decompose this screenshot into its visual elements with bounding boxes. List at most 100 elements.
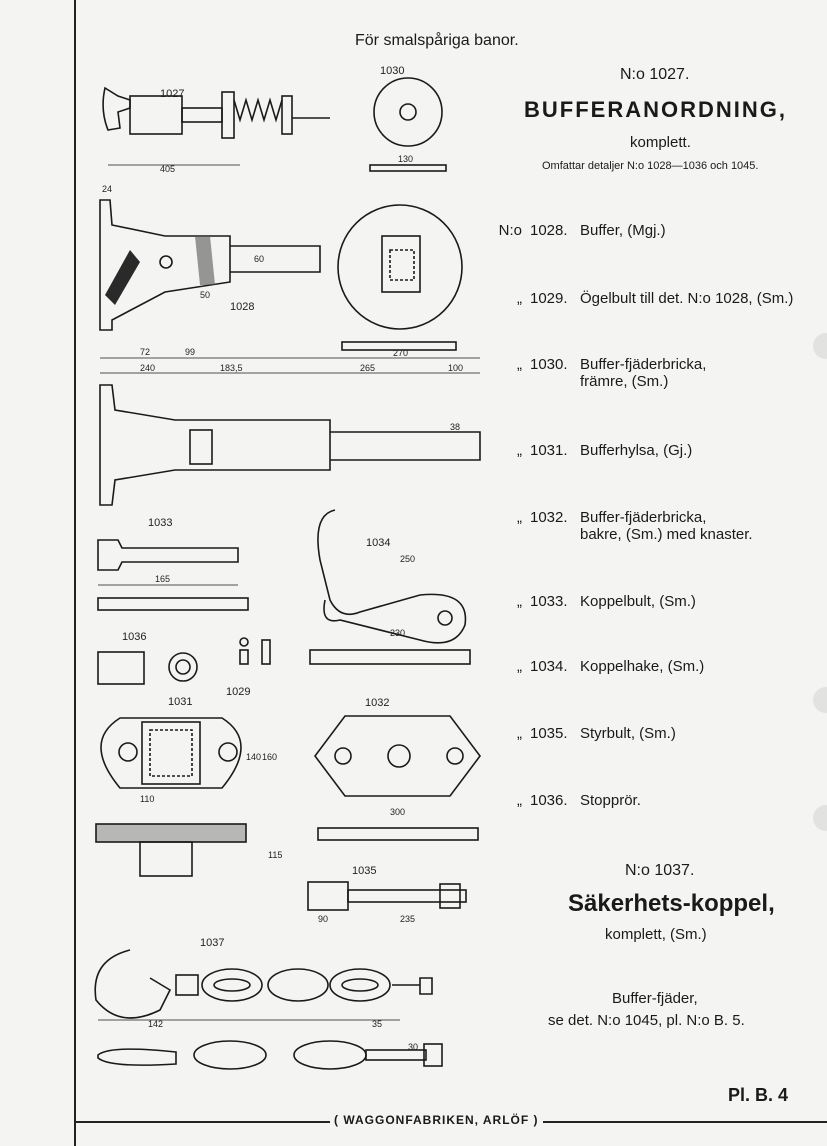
buffer-side-drawing	[99, 199, 321, 331]
label-1034: 1034	[366, 537, 390, 549]
dim: 165	[155, 574, 170, 584]
washer-rear-drawing	[314, 715, 481, 841]
dim: 230	[390, 628, 405, 638]
buffer-assembly-drawing	[102, 86, 330, 166]
dim: 300	[390, 807, 405, 817]
assembly-title: BUFFERANORDNING,	[524, 97, 787, 122]
dim: 140	[246, 752, 261, 762]
part-number: 1036.	[530, 792, 568, 809]
parts-list-item: „ 1036. Stopprör.	[484, 792, 641, 809]
dim: 235	[400, 914, 415, 924]
eye-bolt-drawing	[239, 637, 271, 665]
assembly-subtitle: komplett.	[630, 134, 691, 151]
part-mark: „	[517, 593, 522, 610]
page-header: För smalspåriga banor.	[355, 32, 519, 49]
parts-list-item: „1034.Koppelhake, (Sm.)	[484, 658, 704, 675]
part-description: Koppelhake, (Sm.)	[580, 658, 705, 675]
part-description: Buffer-fjäderbricka,	[580, 356, 707, 373]
part-number: 1031.	[530, 442, 568, 459]
parts-list-item: „ 1030. Buffer-fjäderbricka,främre, (Sm.)	[484, 356, 706, 390]
part-mark: „	[517, 290, 522, 307]
page-border-left	[74, 0, 76, 1146]
footer-publisher: ( WAGGONFABRIKEN, ARLÖF )	[330, 1113, 543, 1127]
dim: 99	[185, 347, 195, 357]
safety-number: N:o 1037.	[625, 862, 695, 879]
part-description: Buffer-fjäderbricka,	[580, 509, 707, 526]
dim: 50	[200, 290, 210, 300]
part-number: 1035.	[530, 725, 568, 742]
dim: 72	[140, 347, 150, 357]
buffer-face-drawing	[337, 204, 463, 351]
parts-list-item: N:o 1028. Buffer, (Mgj.)	[484, 222, 666, 239]
dim: 265	[360, 363, 375, 373]
part-description: Koppelbult, (Sm.)	[580, 593, 696, 610]
safety-subtitle: komplett, (Sm.)	[605, 926, 707, 943]
label-1028: 1028	[230, 301, 254, 313]
dim: 35	[372, 1019, 382, 1029]
part-number: 1032.	[530, 509, 568, 526]
dimension-labels: 405 130 24 60 270 72 99 240 183,5 265 10…	[102, 154, 463, 1052]
label-1036: 1036	[122, 631, 146, 643]
dim: 130	[398, 154, 413, 164]
part-mark: „	[517, 725, 522, 742]
label-1033: 1033	[148, 517, 172, 529]
part-number: 1028.	[530, 222, 568, 239]
dim: 110	[140, 794, 154, 804]
spring-note-line2: se det. N:o 1045, pl. N:o B. 5.	[548, 1012, 745, 1029]
parts-list-item: „ 1033. Koppelbult, (Sm.)	[484, 593, 696, 610]
label-1029: 1029	[226, 686, 250, 698]
label-1035: 1035	[352, 865, 376, 877]
dim: 24	[102, 184, 112, 194]
part-description: Styrbult, (Sm.)	[580, 725, 676, 742]
label-1032: 1032	[365, 697, 389, 709]
parts-list-item: „1031.Bufferhylsa, (Gj.)	[484, 442, 692, 459]
safety-coupling-drawing	[94, 949, 443, 1070]
dim: 240	[140, 363, 155, 373]
part-mark: „	[517, 356, 522, 373]
buffer-tube-drawing	[99, 357, 481, 506]
part-mark: „	[517, 792, 522, 809]
drawing-labels: 1027 1030 1028 1033 1034 1036 1031 1029 …	[122, 65, 404, 949]
label-1031: 1031	[168, 696, 192, 708]
part-mark: „	[517, 658, 522, 675]
dim: 160	[262, 752, 277, 762]
part-description: Buffer, (Mgj.)	[580, 222, 666, 239]
coupling-bolt-drawing	[97, 539, 249, 611]
part-mark: „	[517, 442, 522, 459]
part-number: 1030.	[530, 356, 568, 373]
stop-tube-drawing	[97, 651, 198, 685]
part-description: Ögelbult till det. N:o 1028, (Sm.)	[580, 290, 794, 307]
binder-hole-icon	[813, 333, 827, 359]
dim: 30	[408, 1042, 418, 1052]
binder-hole-icon	[813, 687, 827, 713]
spring-note-line1: Buffer-fjäder,	[612, 990, 698, 1007]
coupling-hook-drawing	[309, 509, 471, 665]
guide-bolt-drawing	[307, 881, 467, 911]
dim: 115	[268, 850, 282, 860]
label-1030: 1030	[380, 65, 404, 77]
part-mark: N:o	[498, 222, 522, 239]
parts-list-item: „ 1029. Ögelbult till det. N:o 1028, (Sm.)	[484, 290, 793, 307]
part-description-line2: främre, (Sm.)	[580, 373, 669, 390]
plate-label: Pl. B. 4	[728, 1085, 789, 1105]
washer-front-drawing	[369, 77, 447, 172]
assembly-number: N:o 1027.	[620, 66, 690, 83]
parts-list-item: „ 1035. Styrbult, (Sm.)	[484, 725, 676, 742]
dim: 100	[448, 363, 463, 373]
part-description: Stopprör.	[580, 792, 641, 809]
dim: 270	[393, 348, 408, 358]
part-number: 1033.	[530, 593, 568, 610]
dim: 142	[148, 1019, 163, 1029]
dim: 60	[254, 254, 264, 264]
part-number: 1029.	[530, 290, 568, 307]
part-mark: „	[517, 509, 522, 526]
label-1027: 1027	[160, 88, 184, 100]
dim: 183,5	[220, 363, 243, 373]
binder-hole-icon	[813, 805, 827, 831]
parts-list-item: „1032.Buffer-fjäderbricka,bakre, (Sm.) m…	[484, 509, 753, 543]
dim: 405	[160, 164, 175, 174]
label-1037: 1037	[200, 937, 224, 949]
assembly-includes: Omfattar detaljer N:o 1028—1036 och 1045…	[542, 160, 759, 172]
